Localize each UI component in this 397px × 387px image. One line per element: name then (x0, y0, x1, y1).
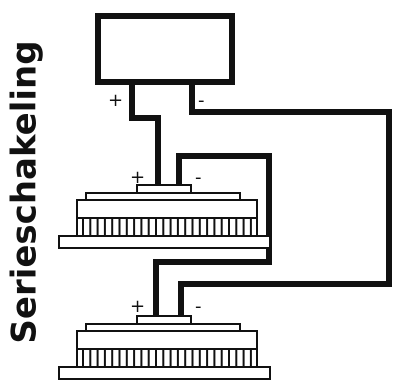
wire-source-plus-to-cell1-plus (129, 82, 161, 188)
cell-bottom-body (76, 330, 258, 350)
cell-bottom: + - (58, 296, 271, 380)
power-source-box (95, 13, 235, 85)
cell-bottom-terminal-cap (136, 315, 192, 325)
cell-top-plus-label: + (130, 167, 145, 188)
cell-bottom-fins (82, 350, 252, 366)
cell-top-upper-plate (85, 192, 241, 201)
cell-top-minus-label: - (195, 167, 202, 188)
cell-bottom-upper-plate (85, 323, 241, 332)
cell-top: + - (58, 167, 271, 249)
wire-cell1-minus-to-cell2-plus (153, 153, 272, 316)
cell-top-base (58, 235, 271, 249)
wire-source-minus-to-cell2-minus (178, 82, 392, 316)
cell-bottom-base (58, 366, 271, 380)
cell-bottom-minus-label: - (195, 296, 202, 317)
cell-top-fins (82, 219, 252, 235)
cell-top-body (76, 199, 258, 219)
cell-bottom-plus-label: + (130, 296, 145, 317)
source-plus-label: + (108, 90, 123, 111)
cell-top-terminal-cap (136, 184, 192, 194)
source-minus-label: - (198, 90, 205, 111)
